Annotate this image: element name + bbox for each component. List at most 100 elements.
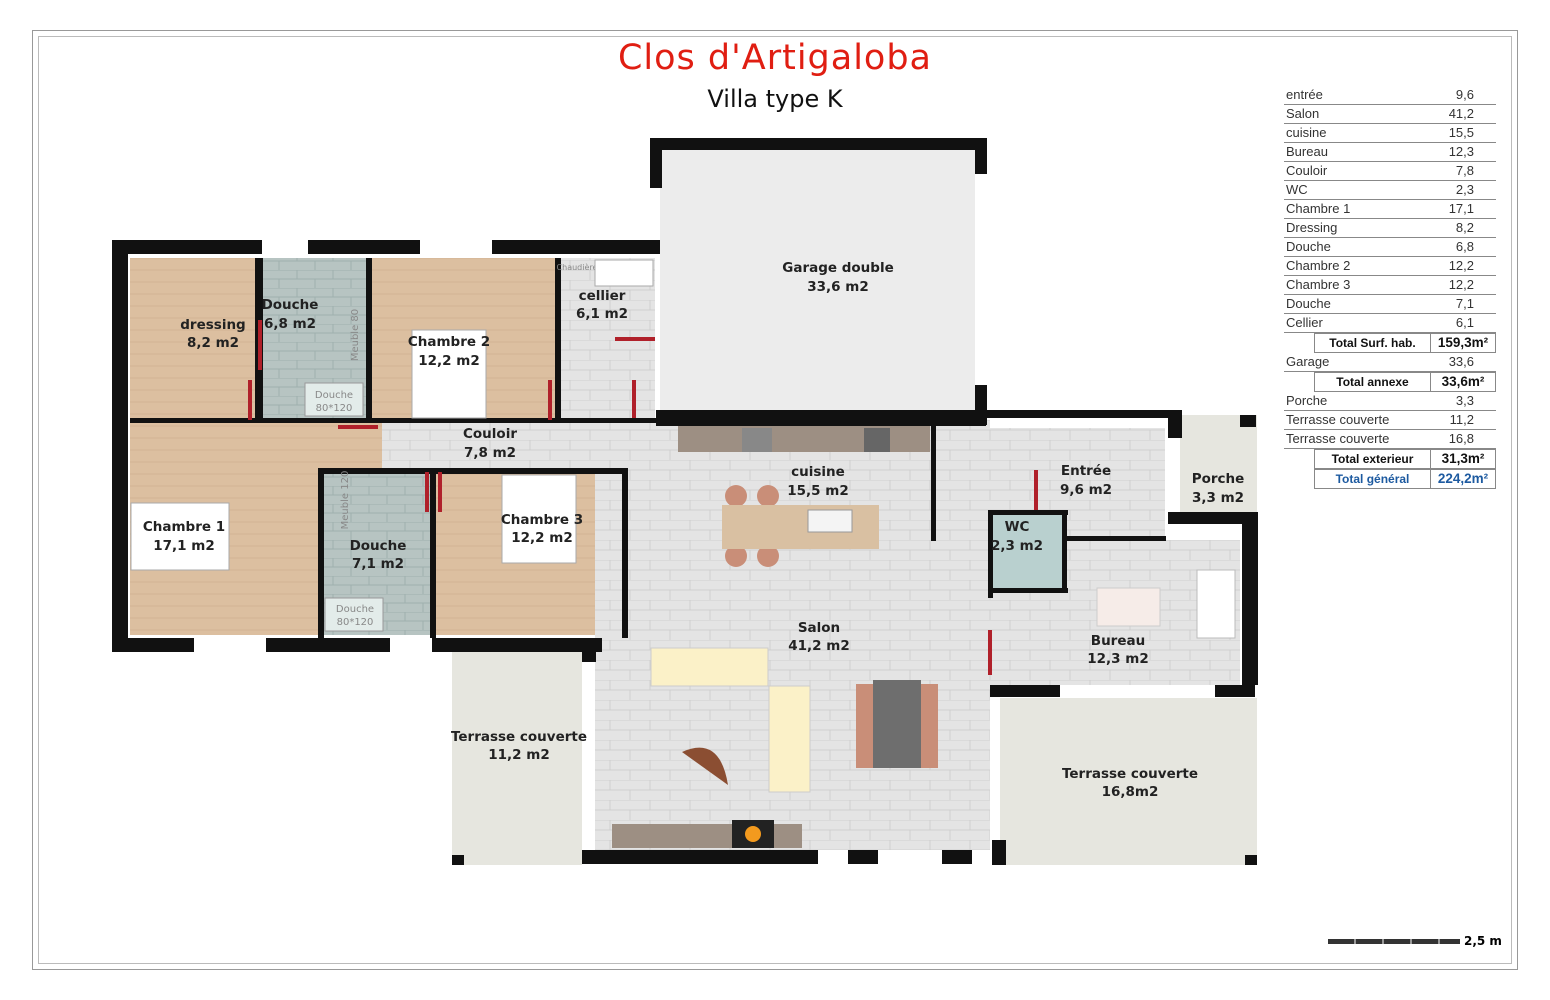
label-bureau-name: Bureau bbox=[1091, 633, 1145, 649]
label-chambre1-area: 17,1 m2 bbox=[153, 538, 214, 554]
terrace-right bbox=[1000, 698, 1257, 865]
label-wc-area: 2,3 m2 bbox=[991, 538, 1043, 554]
room-name: Garage bbox=[1286, 354, 1330, 369]
room-area: 8,2 bbox=[1455, 220, 1474, 235]
total-annexe-value: 33,6m² bbox=[1441, 374, 1485, 389]
room-name: Terrasse couverte bbox=[1286, 412, 1390, 427]
table-row: Chambre 1 17,1 bbox=[1284, 200, 1496, 219]
room-name: Douche bbox=[1286, 296, 1331, 311]
total-ext-label: Total exterieur bbox=[1315, 450, 1431, 468]
sofa-chaise bbox=[768, 685, 811, 793]
label-douche2-name: Douche bbox=[350, 538, 407, 554]
table-row: Couloir 7,8 bbox=[1284, 162, 1496, 181]
dining-table bbox=[856, 680, 938, 768]
room-name: cuisine bbox=[1286, 125, 1327, 140]
vanity-1-label: Meuble 80 bbox=[350, 309, 361, 361]
room-area: 9,6 bbox=[1455, 87, 1474, 102]
desk bbox=[1096, 587, 1161, 627]
fire-flame bbox=[745, 826, 761, 842]
shower-2-label: Douche bbox=[336, 604, 374, 615]
label-porche-name: Porche bbox=[1192, 471, 1245, 487]
porch bbox=[1180, 415, 1257, 520]
kitchen-counter bbox=[678, 426, 930, 452]
label-douche1-name: Douche bbox=[262, 297, 319, 313]
outer-frame bbox=[32, 30, 1518, 970]
room-area: 12,2 bbox=[1448, 277, 1474, 292]
room-area: 17,1 bbox=[1448, 201, 1474, 216]
room-area: 12,2 bbox=[1448, 258, 1474, 273]
bed-chambre-2 bbox=[411, 329, 487, 419]
table-row: cuisine 15,5 bbox=[1284, 124, 1496, 143]
label-chambre3-area: 12,2 m2 bbox=[511, 530, 572, 546]
label-chambre2-name: Chambre 2 bbox=[408, 334, 490, 350]
table-row: Chambre 3 12,2 bbox=[1284, 276, 1496, 295]
label-cuisine-area: 15,5 m2 bbox=[787, 483, 848, 499]
shower-1-size: 80*120 bbox=[316, 403, 353, 414]
room-area: 3,3 bbox=[1455, 393, 1474, 408]
label-wc-name: WC bbox=[1005, 519, 1030, 535]
label-garage-area: 33,6 m2 bbox=[807, 279, 868, 295]
room-name: Chambre 2 bbox=[1286, 258, 1351, 273]
rug bbox=[682, 747, 728, 785]
room-area: 12,3 bbox=[1448, 144, 1474, 159]
room-name: Couloir bbox=[1286, 163, 1328, 178]
room-dressing bbox=[130, 258, 260, 420]
room-name: Chambre 1 bbox=[1286, 201, 1351, 216]
room-area: 41,2 bbox=[1448, 106, 1474, 121]
label-terrasse1-area: 11,2 m2 bbox=[488, 747, 549, 763]
label-chambre3-name: Chambre 3 bbox=[501, 512, 583, 528]
room-name: Chambre 3 bbox=[1286, 277, 1351, 292]
scale-label: 2,5 m bbox=[1464, 934, 1502, 948]
label-entree-area: 9,6 m2 bbox=[1060, 482, 1112, 498]
inner-frame bbox=[38, 36, 1512, 964]
label-cellier-area: 6,1 m2 bbox=[576, 306, 628, 322]
label-cellier-name: cellier bbox=[579, 288, 626, 304]
shower-tray-2 bbox=[324, 597, 384, 632]
label-chambre1-name: Chambre 1 bbox=[143, 519, 225, 535]
label-terrasse2-area: 16,8m2 bbox=[1102, 784, 1159, 800]
table-row: Chambre 2 12,2 bbox=[1284, 257, 1496, 276]
bed-chambre-3 bbox=[501, 474, 577, 564]
room-name: entrée bbox=[1286, 87, 1323, 102]
page-title: Clos d'Artigaloba bbox=[617, 38, 933, 78]
total-hab-value: 159,3m² bbox=[1437, 335, 1489, 350]
room-name: Bureau bbox=[1286, 144, 1328, 159]
table-row: Bureau 12,3 bbox=[1284, 143, 1496, 162]
label-terrasse2-name: Terrasse couverte bbox=[1062, 766, 1198, 782]
total-hab: Total Surf. hab.159,3m² bbox=[1314, 333, 1496, 353]
room-garage bbox=[660, 148, 975, 410]
room-area: 6,1 bbox=[1455, 315, 1474, 330]
label-cuisine-name: cuisine bbox=[791, 464, 845, 480]
room-area: 15,5 bbox=[1448, 125, 1474, 140]
table-row: Porche 3,3 bbox=[1284, 392, 1496, 411]
room-area: 16,8 bbox=[1448, 431, 1474, 446]
room-area: 7,8 bbox=[1455, 163, 1474, 178]
room-name: Douche bbox=[1286, 239, 1331, 254]
label-entree-name: Entrée bbox=[1061, 463, 1111, 479]
boiler-label: Chaudière bbox=[557, 262, 598, 272]
total-general-value: 224,2m² bbox=[1437, 471, 1489, 486]
scale-bar: 2,5 m bbox=[1328, 934, 1502, 948]
label-terrasse1-name: Terrasse couverte bbox=[451, 729, 587, 745]
room-area: 33,6 bbox=[1448, 354, 1474, 369]
label-douche1-area: 6,8 m2 bbox=[264, 316, 316, 332]
label-chambre2-area: 12,2 m2 bbox=[418, 353, 479, 369]
room-name: Porche bbox=[1286, 393, 1328, 408]
label-bureau-area: 12,3 m2 bbox=[1087, 651, 1148, 667]
vanity-2-label: Meuble 120 bbox=[340, 471, 351, 530]
label-couloir-area: 7,8 m2 bbox=[464, 445, 516, 461]
washer bbox=[594, 259, 654, 287]
room-area: 2,3 bbox=[1455, 182, 1474, 197]
label-dressing-name: dressing bbox=[180, 317, 245, 333]
room-name: Dressing bbox=[1286, 220, 1338, 235]
